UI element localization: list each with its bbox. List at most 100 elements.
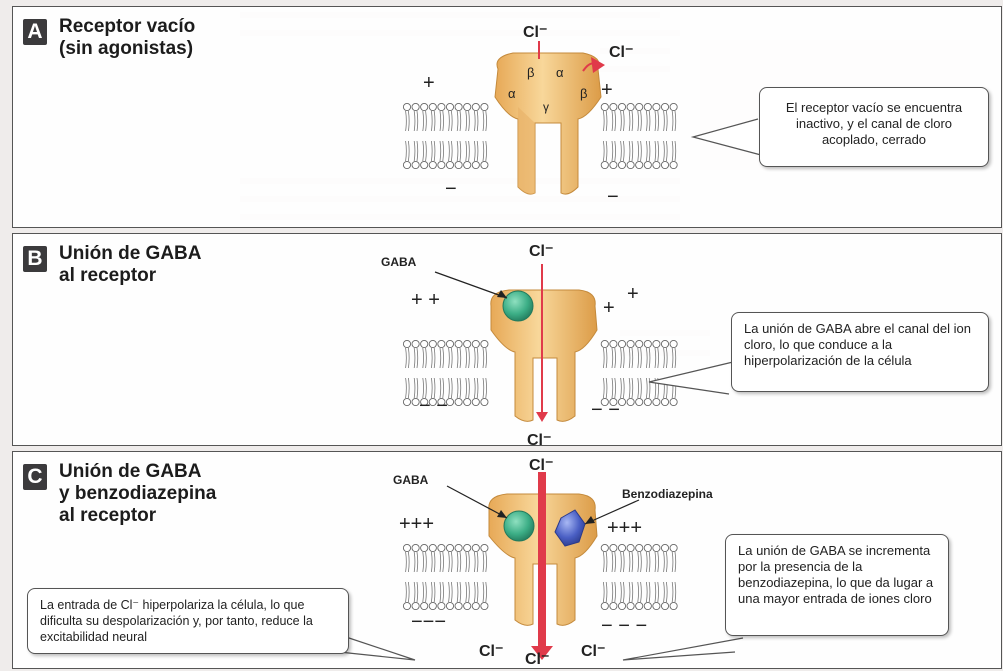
lipid-tail (615, 141, 616, 161)
lipid-tail (426, 552, 427, 572)
lipid-head (403, 398, 410, 405)
callout-left-pointer (339, 636, 415, 660)
lipid-tail (423, 141, 424, 161)
chloride-ion-out: Cl⁻ (609, 44, 633, 61)
lipid-head (438, 544, 445, 551)
lipid-head (627, 340, 634, 347)
lipid-tail (632, 348, 633, 368)
lipid-tail (408, 582, 409, 602)
lipid-head (636, 340, 643, 347)
lipid-tail (672, 141, 673, 161)
lipid-tail (486, 552, 487, 572)
lipid-tail (621, 348, 622, 368)
lipid-head (464, 544, 471, 551)
lipid-head (481, 544, 488, 551)
lipid-head (653, 602, 660, 609)
lipid-tail (474, 348, 475, 368)
lipid-head (670, 602, 677, 609)
lipid-tail (460, 552, 461, 572)
chloride-ion-top: Cl⁻ (529, 457, 553, 474)
lipid-tail (474, 378, 475, 398)
lipid-tail (449, 378, 450, 398)
lipid-tail (612, 582, 613, 602)
lipid-tail (426, 111, 427, 131)
lipid-tail (406, 582, 407, 602)
lipid-tail (460, 582, 461, 602)
lipid-tail (440, 141, 441, 161)
charge-minus-left: − − (419, 395, 448, 417)
lipid-tail (655, 141, 656, 161)
lipid-tail (474, 111, 475, 131)
lipid-tail (408, 348, 409, 368)
charge-plus-left: +++ (399, 513, 434, 535)
lipid-tail (603, 582, 604, 602)
lipid-head (464, 602, 471, 609)
lipid-tail (449, 111, 450, 131)
lipid-tail (675, 552, 676, 572)
lipid-head (644, 161, 651, 168)
lipid-tail (658, 348, 659, 368)
lipid-head (429, 544, 436, 551)
lipid-tail (440, 111, 441, 131)
lipid-tail (621, 582, 622, 602)
lipid-tail (612, 552, 613, 572)
lipid-tail (466, 552, 467, 572)
lipid-tail (623, 582, 624, 602)
lipid-tail (655, 111, 656, 131)
lipid-tail (641, 378, 642, 398)
gaba-label: GABA (393, 473, 429, 487)
lipid-tail (449, 348, 450, 368)
lipid-tail (606, 348, 607, 368)
lipid-head (481, 602, 488, 609)
lipid-head (412, 340, 419, 347)
lipid-tail (621, 141, 622, 161)
lipid-tail (431, 141, 432, 161)
subunit-alpha-right: α (556, 65, 564, 80)
charge-minus-right: − − − (601, 615, 647, 637)
lipid-tail (658, 141, 659, 161)
subunit-gamma: γ (543, 100, 549, 114)
lipid-head (653, 398, 660, 405)
chloride-flow-arrowhead (536, 412, 548, 422)
lipid-tail (414, 141, 415, 161)
lipid-tail (649, 552, 650, 572)
lipid-head (472, 602, 479, 609)
lipid-tail (440, 582, 441, 602)
lipid-head (610, 602, 617, 609)
lipid-head (670, 544, 677, 551)
lipid-head (618, 602, 625, 609)
lipid-tail (675, 582, 676, 602)
chloride-ion-bottom-left: Cl⁻ (479, 643, 503, 660)
lipid-tail (486, 378, 487, 398)
lipid-head (610, 103, 617, 110)
lipid-tail (474, 552, 475, 572)
lipid-head (661, 398, 668, 405)
lipid-head (412, 103, 419, 110)
lipid-head (636, 544, 643, 551)
lipid-tail (615, 348, 616, 368)
lipid-tail (477, 348, 478, 368)
lipid-head (421, 161, 428, 168)
lipid-tail (434, 141, 435, 161)
lipid-tail (672, 348, 673, 368)
subunit-beta-right: β (580, 86, 587, 101)
lipid-head (455, 602, 462, 609)
lipid-head (438, 340, 445, 347)
lipid-head (455, 340, 462, 347)
charge-minus-left: − (445, 178, 457, 200)
lipid-tail (658, 111, 659, 131)
lipid-tail (646, 552, 647, 572)
lipid-tail (417, 111, 418, 131)
lipid-tail (457, 348, 458, 368)
lipid-tail (641, 141, 642, 161)
lipid-tail (632, 552, 633, 572)
lipid-tail (434, 111, 435, 131)
lipid-tail (632, 111, 633, 131)
lipid-tail (486, 582, 487, 602)
panel-gaba-binding: B Unión de GABA al receptor GABA Cl⁻ Cl⁻… (12, 233, 1002, 446)
lipid-tail (603, 378, 604, 398)
lipid-tail (664, 111, 665, 131)
lipid-tail (641, 552, 642, 572)
lipid-head (403, 602, 410, 609)
lipid-tail (451, 552, 452, 572)
